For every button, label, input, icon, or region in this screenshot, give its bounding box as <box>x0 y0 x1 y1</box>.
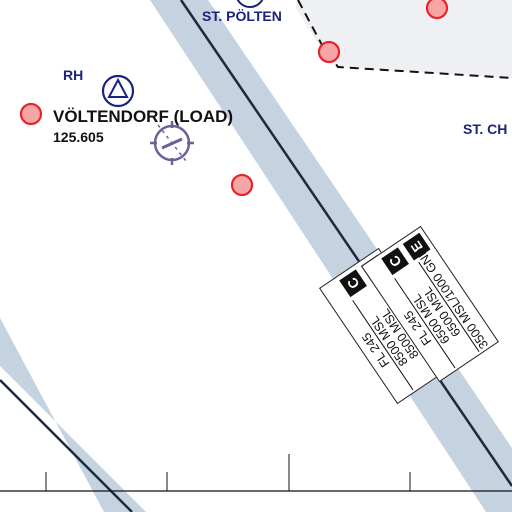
airway-centerline-lower-left <box>0 379 133 512</box>
vor-triangle-icon[interactable] <box>101 74 135 108</box>
ndb-compass-icon[interactable] <box>150 121 194 165</box>
reporting-point-frequency: 125.605 <box>53 129 104 145</box>
vor-triangle-icon[interactable] <box>236 0 264 8</box>
place-label-st-ch: ST. CH <box>463 121 508 137</box>
airway-centerline-main <box>179 0 512 487</box>
controlled-area <box>296 0 512 78</box>
vor-code: RH <box>63 67 84 83</box>
reporting-point-icon[interactable] <box>19 102 43 126</box>
airway-band-main <box>150 0 512 512</box>
reporting-point-name: VÖLTENDORF (LOAD) <box>53 107 234 126</box>
airway-band-lower-left <box>0 318 146 512</box>
place-label-st-polten: ST. PÖLTEN <box>202 8 282 24</box>
reporting-point-icon[interactable] <box>317 40 341 64</box>
reporting-point-icon[interactable] <box>425 0 449 20</box>
reporting-point-icon[interactable] <box>230 173 254 197</box>
